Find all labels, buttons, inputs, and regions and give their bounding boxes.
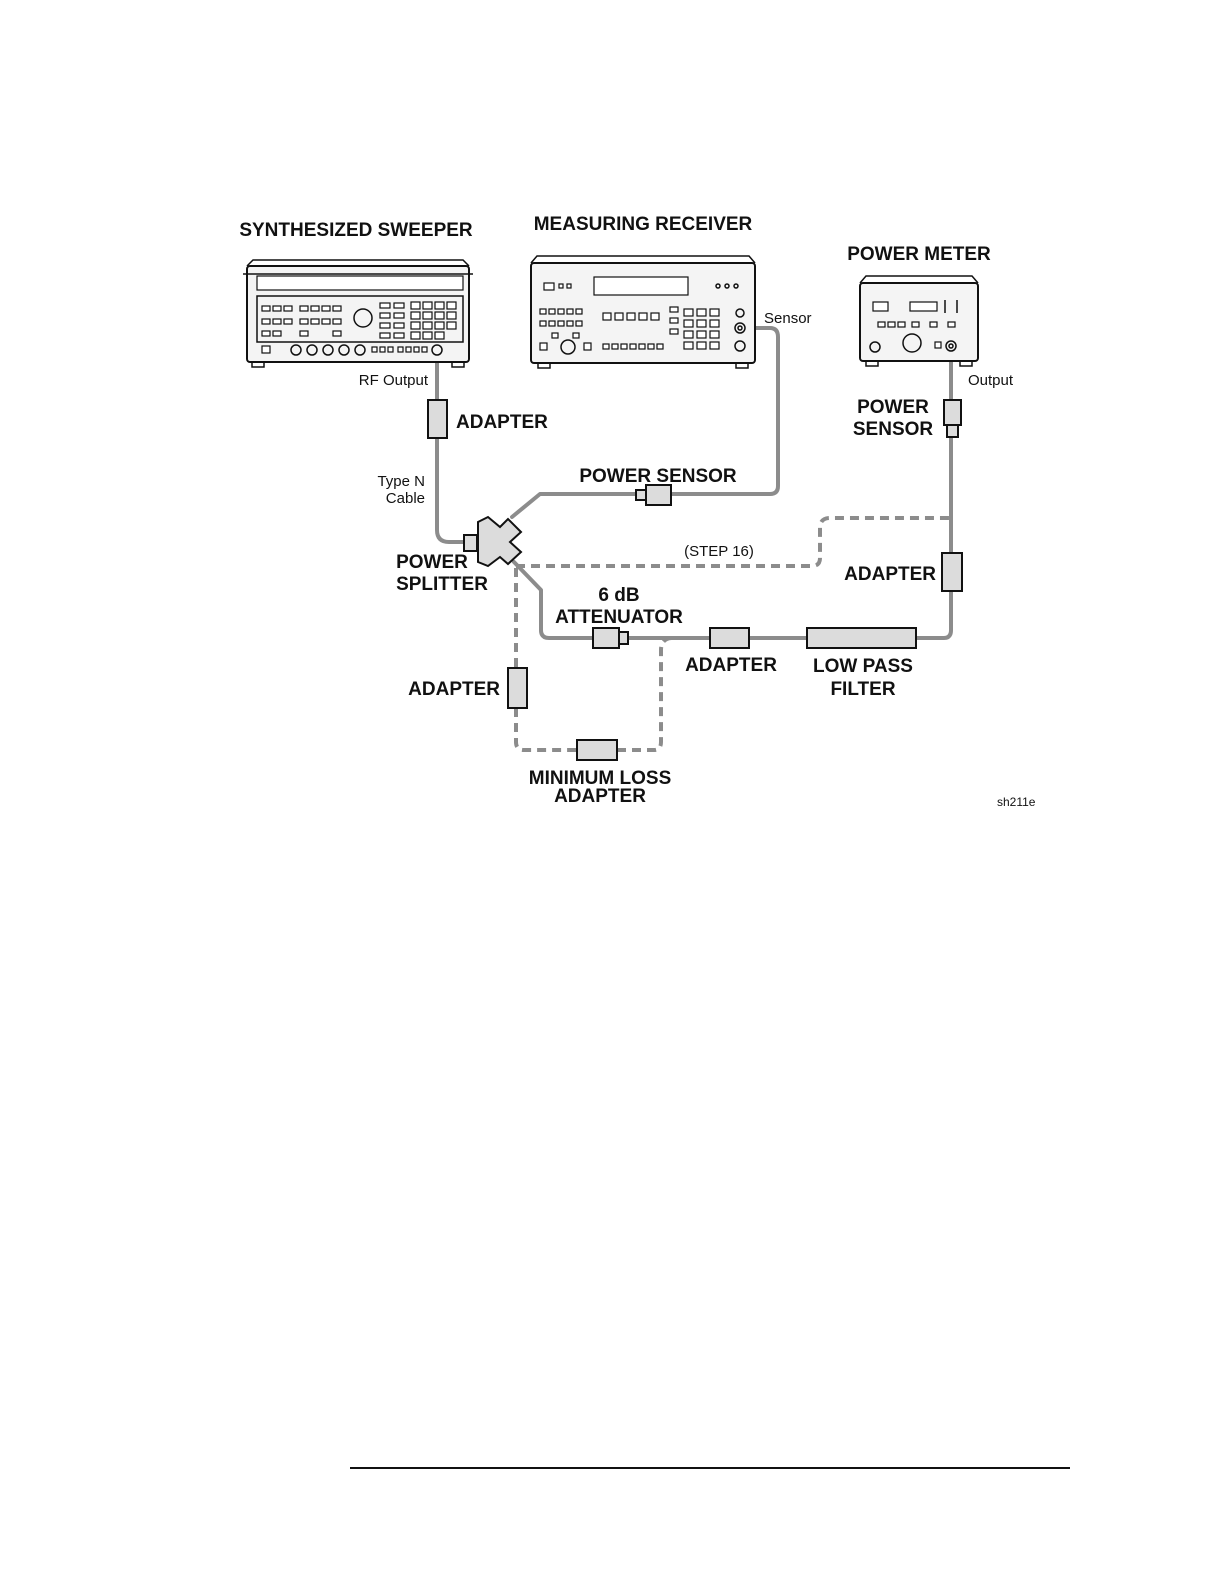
label-attenuator-2: ATTENUATOR — [555, 607, 683, 628]
power-splitter — [464, 517, 521, 566]
label-power-splitter-2: SPLITTER — [396, 574, 488, 595]
label-step-16: (STEP 16) — [684, 543, 754, 560]
label-adapter-right: ADAPTER — [844, 564, 936, 585]
label-adapter-mid: ADAPTER — [685, 655, 777, 676]
power-sensor-mid — [636, 485, 671, 505]
label-attenuator-1: 6 dB — [598, 585, 639, 606]
label-power-sensor-right-1: POWER — [857, 397, 929, 418]
label-cable-line2: Cable — [386, 490, 425, 507]
power-sensor-right — [944, 400, 961, 437]
figure-id: sh211e — [997, 795, 1036, 809]
synthesized-sweeper — [243, 260, 473, 367]
label-low-pass-2: FILTER — [830, 679, 895, 700]
cable-rf-to-splitter — [437, 352, 470, 542]
label-cable-line1: Type N — [377, 473, 425, 490]
page-footer-rule — [350, 1467, 1070, 1469]
label-synthesized-sweeper: SYNTHESIZED SWEEPER — [239, 220, 473, 241]
adapter-left — [508, 668, 527, 708]
label-rf-output: RF Output — [359, 372, 429, 389]
label-output-port: Output — [968, 372, 1014, 389]
minimum-loss-adapter — [577, 740, 617, 760]
label-minimum-loss-2: ADAPTER — [554, 786, 646, 807]
label-power-sensor-right-2: SENSOR — [853, 419, 934, 440]
label-power-meter: POWER METER — [847, 244, 991, 265]
attenuator-6db — [593, 628, 628, 648]
label-measuring-receiver: MEASURING RECEIVER — [534, 214, 753, 235]
adapter-right — [942, 553, 962, 591]
label-power-sensor-mid: POWER SENSOR — [579, 466, 737, 487]
label-low-pass-1: LOW PASS — [813, 656, 913, 677]
label-sensor-port: Sensor — [764, 310, 812, 327]
label-power-splitter-1: POWER — [396, 552, 468, 573]
adapter-mid — [710, 628, 749, 648]
adapter-top — [428, 400, 447, 438]
power-meter — [860, 276, 978, 366]
label-adapter-left: ADAPTER — [408, 679, 500, 700]
low-pass-filter — [807, 628, 916, 648]
measuring-receiver — [531, 256, 755, 368]
label-adapter-top: ADAPTER — [456, 412, 548, 433]
